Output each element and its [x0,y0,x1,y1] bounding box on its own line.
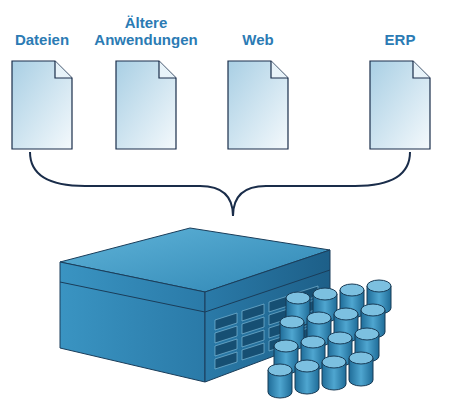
document-icon: Web [213,0,303,150]
document-icon: ERP [355,0,445,150]
disk [349,352,373,386]
document-shape [11,60,73,150]
document-icon: Ältere Anwendungen [86,0,206,150]
disk [268,364,292,398]
disk [322,356,346,390]
document-shape [227,60,289,150]
disk [295,360,319,394]
brace [30,152,410,216]
disk-array [268,280,391,398]
source-label: ERP [355,0,445,48]
drive-bay [242,343,264,360]
source-label: Dateien [0,0,87,48]
document-shape [369,60,431,150]
source-label: Web [213,0,303,48]
source-label: Ältere Anwendungen [86,0,206,48]
document-shape [115,60,177,150]
document-icon: Dateien [0,0,87,150]
drive-bay [215,352,237,369]
server-box [60,228,330,382]
